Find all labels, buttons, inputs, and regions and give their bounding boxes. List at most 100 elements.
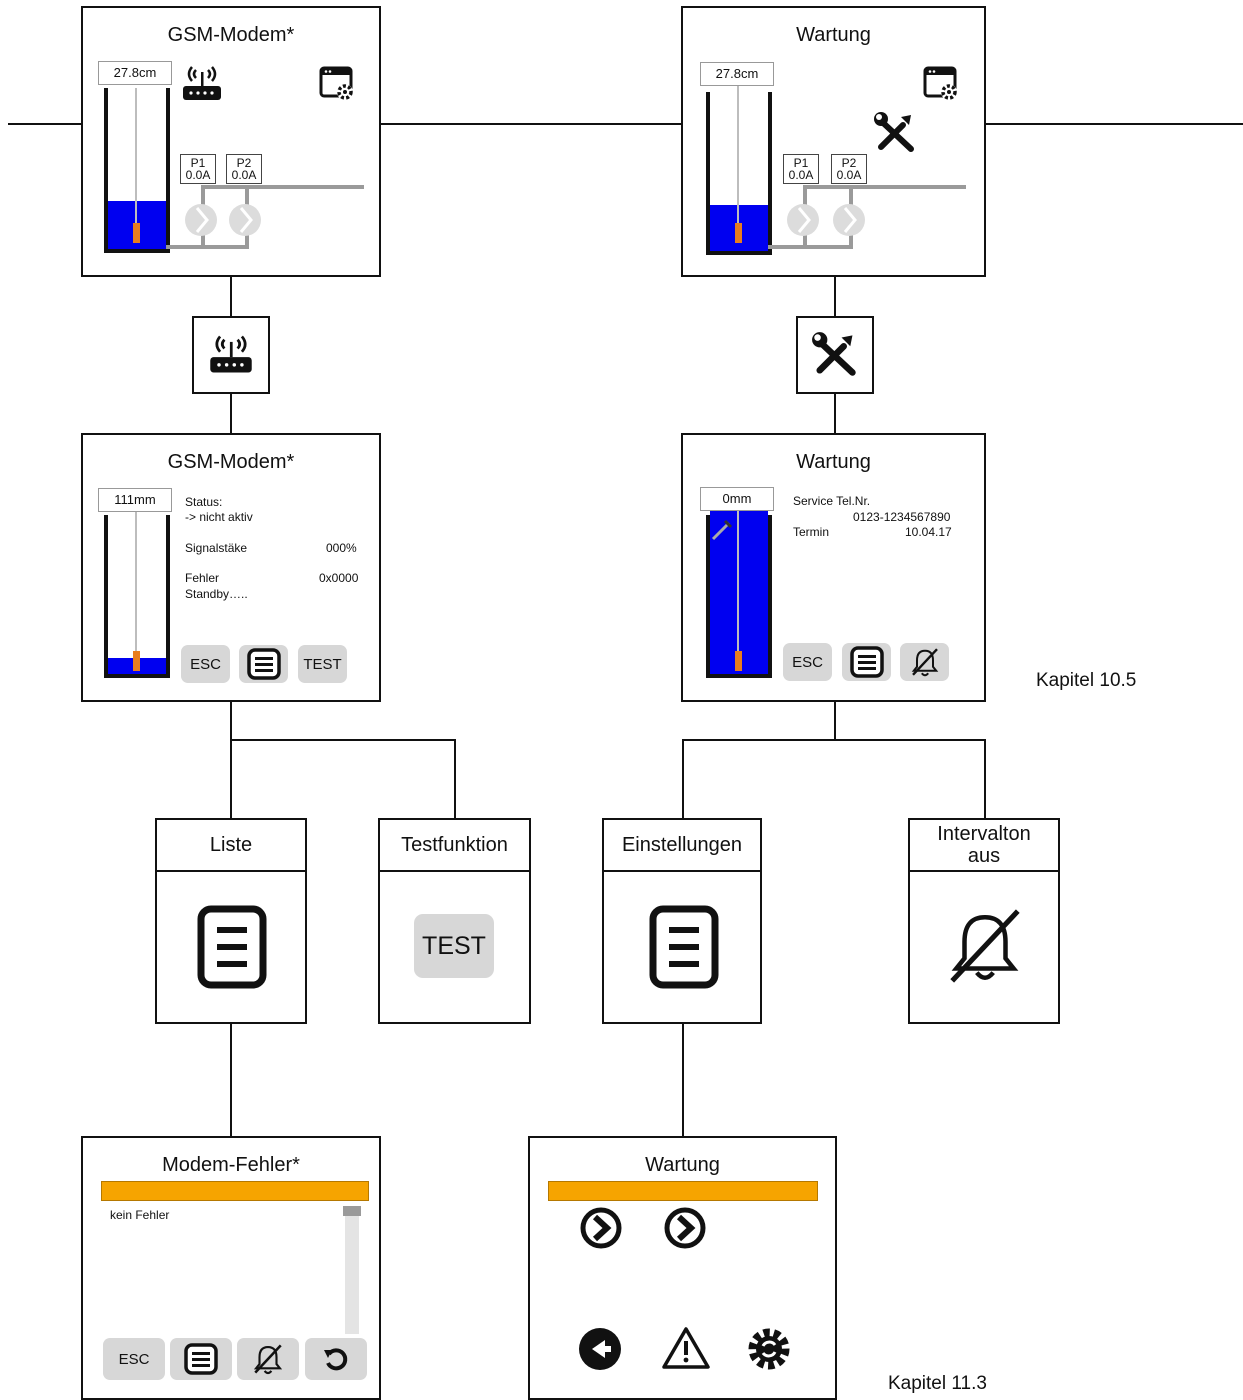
termin-label: Termin [793,525,830,539]
arrow-left-circle-icon[interactable] [577,1326,623,1372]
list-button[interactable] [239,645,288,683]
list-icon [184,1343,218,1375]
pump-2-label: P2 [841,156,857,170]
connector-left-edge [8,123,81,125]
status-label: Status: [185,495,223,509]
wrench-screwdriver-icon [812,332,856,376]
error-list-item[interactable]: kein Fehler [110,1208,170,1222]
node-testfunktion[interactable]: Testfunktion TEST [378,818,531,1024]
level-readout: 111mm [98,488,172,512]
signal-value: 000% [326,541,357,555]
pump-2 [229,204,261,236]
screen-title: Wartung [645,1154,720,1176]
pump-1 [185,204,217,236]
gear-refresh-icon[interactable] [746,1326,792,1372]
node-title: Intervalton aus [910,820,1058,872]
warning-icon[interactable] [661,1326,711,1370]
level-sensor [133,651,140,671]
node-intervalton-aus[interactable]: Intervalton aus [908,818,1060,1024]
connector-gsm-branch [230,739,456,741]
router-icon [210,335,252,373]
pump-2-current: 0.0A [836,168,862,182]
node-title: Testfunktion [380,820,529,872]
chevron-right-circle-icon[interactable] [579,1206,623,1250]
screen-modem-fehler: Modem-Fehler* kein Fehler ESC [81,1136,381,1400]
settings-window-icon[interactable] [923,66,961,102]
level-probe-rod [737,86,739,234]
level-sensor [133,223,140,243]
bell-off-icon [253,1344,283,1375]
list-icon [246,648,281,680]
signal-label: Signalstäke [185,541,248,555]
reset-button[interactable] [305,1338,367,1380]
pump-1-current: 0.0A [185,168,211,182]
connector-testfunktion [454,739,456,818]
screen-title: GSM-Modem* [167,24,295,46]
level-sensor [735,651,742,671]
node-liste[interactable]: Liste [155,818,307,1024]
esc-button[interactable]: ESC [103,1338,165,1380]
pump-1-label: P1 [190,156,206,170]
water-level [710,511,768,674]
fehler-label: Fehler [185,571,220,585]
level-readout: 27.8cm [98,61,172,85]
fehler-value: 0x0000 [319,571,359,585]
service-label: Service Tel.Nr. [793,494,871,508]
level-probe-rod [135,88,137,234]
test-button[interactable]: TEST [298,645,347,683]
esc-button[interactable]: ESC [783,643,832,681]
connector-wartung-branch [682,739,986,741]
bell-off-icon [911,648,938,677]
list-icon [849,646,884,678]
connector-intervalton [984,739,986,818]
chevron-right-circle-icon[interactable] [663,1206,707,1250]
router-icon[interactable] [180,64,224,104]
pump-2-label: P2 [236,156,252,170]
pump-1 [787,204,819,236]
bell-off-button[interactable] [237,1338,299,1380]
connector-wartung-down [834,700,836,740]
level-probe-rod [737,510,739,660]
connector-einstellungen-down [682,1022,684,1137]
pump-2 [833,204,865,236]
screen-wartung-menu: Wartung [528,1136,837,1400]
connector-gsm-down [230,700,232,740]
connector-einstellungen [682,739,684,818]
termin-value: 10.04.17 [905,525,952,539]
connector-gsm-vertical-2 [230,394,232,434]
screen-gsm-modem-detail: GSM-Modem* 111mm Status: -> nicht aktiv … [81,433,381,702]
node-modem-button[interactable] [192,316,270,394]
list-icon [649,905,719,989]
pump-1-label: P1 [793,156,809,170]
bell-off-button[interactable] [900,643,949,681]
list-button[interactable] [170,1338,232,1380]
level-readout: 0mm [700,487,774,511]
scrollbar-thumb[interactable] [343,1206,361,1216]
settings-window-icon[interactable] [319,66,357,102]
node-einstellungen[interactable]: Einstellungen [602,818,762,1024]
status-value: -> nicht aktiv [185,510,253,524]
suction-pipe [768,245,853,249]
screen-wartung-detail: Wartung 0mm Service Tel.Nr. 0123-1234567… [681,433,986,702]
list-icon [197,905,267,989]
connector-top-middle [379,123,682,125]
screen-title: Wartung [796,451,871,473]
connector-wartung-vertical-1 [834,276,836,316]
connector-gsm-vertical-1 [230,276,232,316]
node-wartung-button[interactable] [796,316,874,394]
chapter-label-10-5: Kapitel 10.5 [1036,670,1137,691]
list-button[interactable] [842,643,891,681]
pump-1-current: 0.0A [788,168,814,182]
test-button: TEST [414,914,494,978]
scrollbar-track[interactable] [345,1206,359,1334]
esc-button[interactable]: ESC [181,645,230,683]
reset-icon [324,1348,348,1371]
bell-off-icon [944,904,1026,988]
wrench-screwdriver-icon[interactable] [873,111,917,155]
chapter-label-11-3: Kapitel 11.3 [888,1373,987,1394]
